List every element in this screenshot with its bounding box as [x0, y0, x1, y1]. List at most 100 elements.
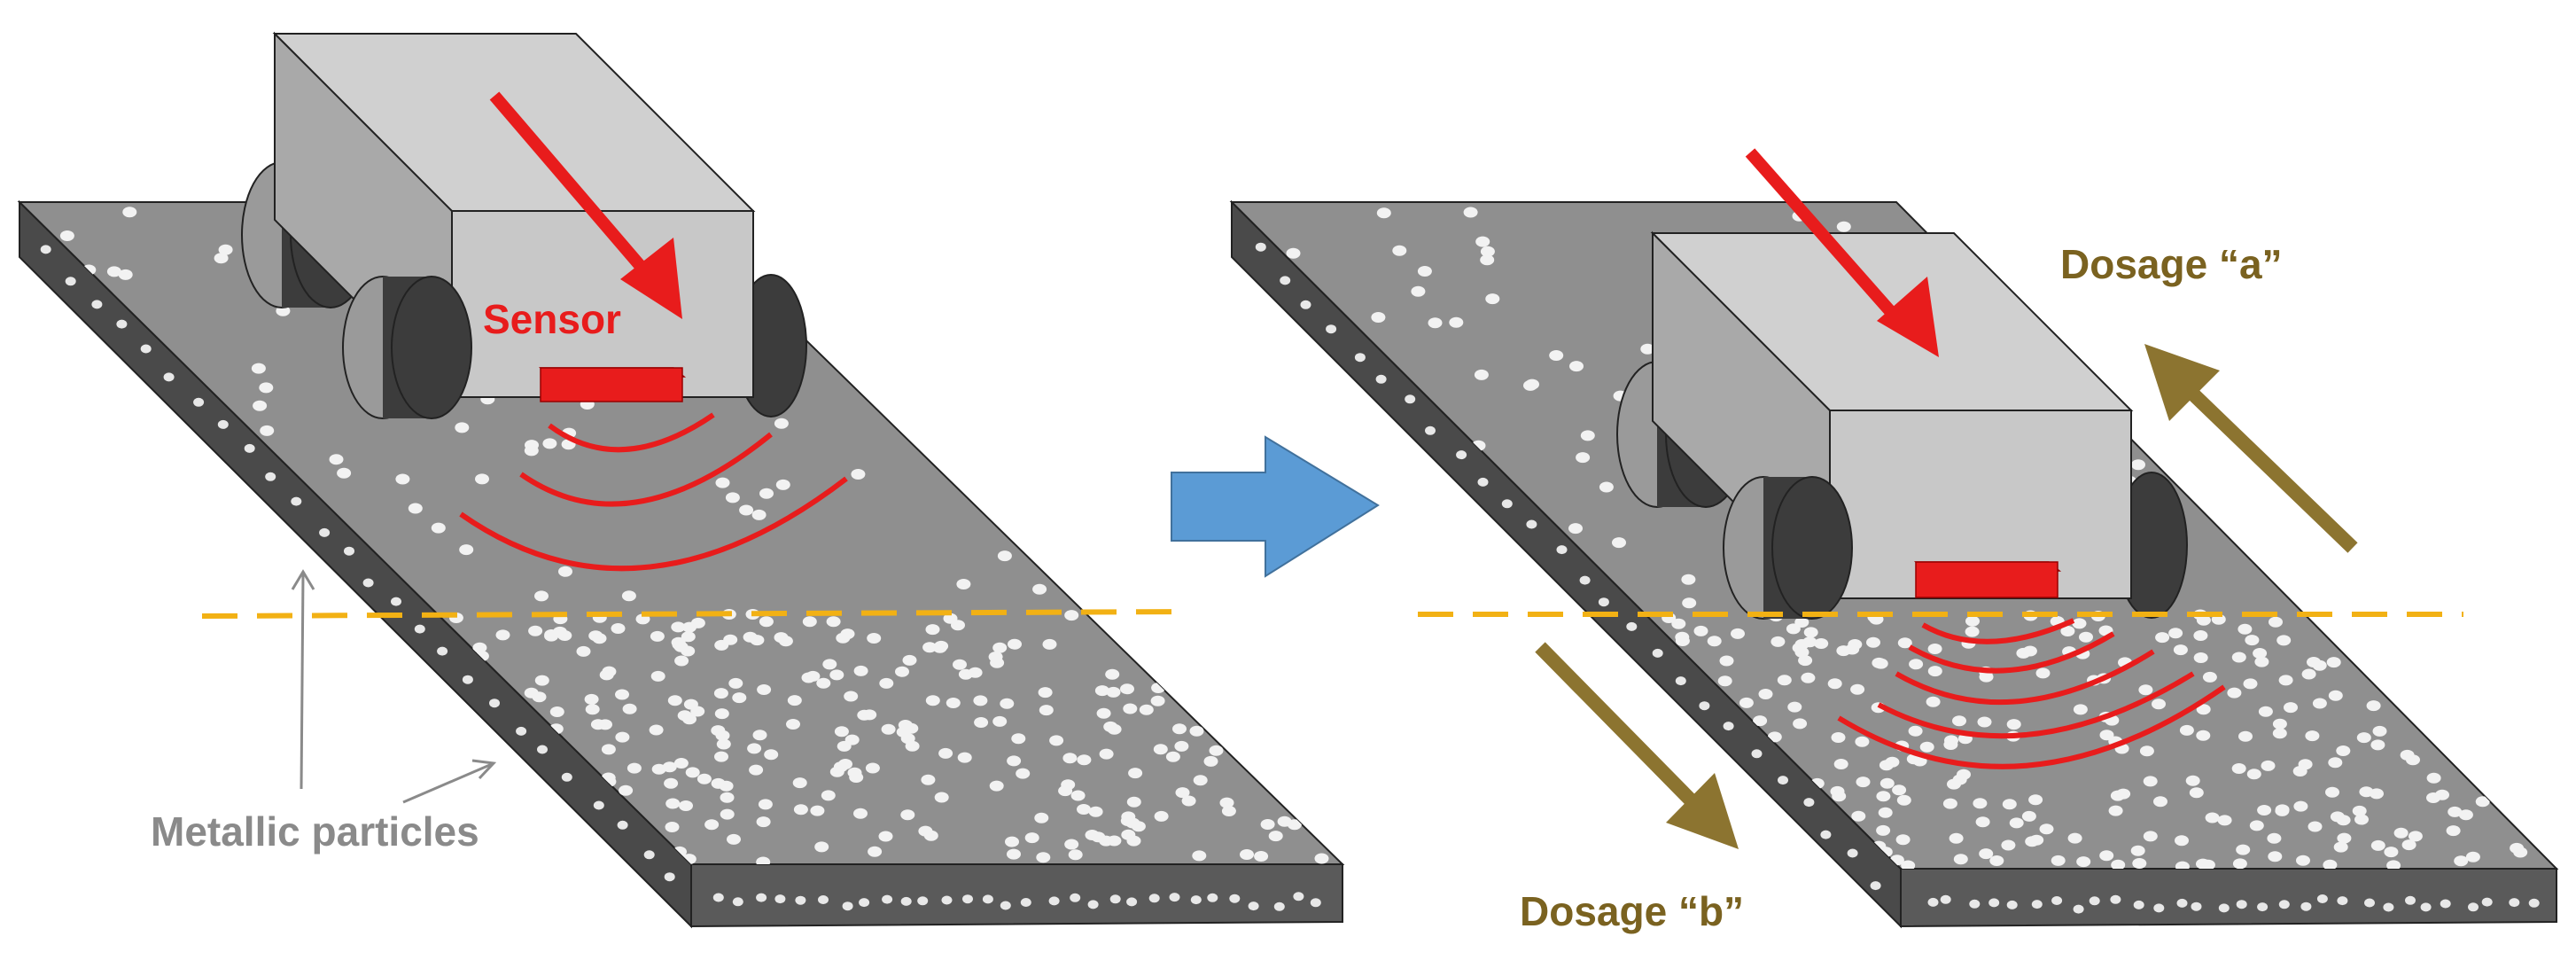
particle-dot — [1919, 741, 1934, 753]
particle-dot — [2168, 628, 2183, 639]
particle-dot — [2272, 718, 2287, 730]
particle-dot — [749, 764, 764, 776]
particle-dot — [2454, 855, 2469, 867]
particle-dot — [259, 382, 274, 394]
particle-dot — [2426, 772, 2441, 784]
particle-dot — [1456, 450, 1467, 460]
particle-dot — [792, 777, 807, 789]
particle-dot — [962, 894, 973, 904]
particle-dot — [2073, 704, 2088, 715]
particle-dot — [951, 620, 965, 631]
particle-dot — [664, 777, 679, 789]
left-scene — [17, 31, 1345, 929]
particle-dot — [2293, 800, 2308, 812]
particle-dot — [2076, 856, 2091, 868]
particle-dot — [475, 473, 489, 485]
particle-dot — [2132, 858, 2147, 869]
left-slab-front — [690, 863, 1343, 928]
particle-dot — [2232, 858, 2247, 869]
particle-dot — [1952, 715, 1966, 727]
particle-dot — [1411, 285, 1426, 297]
particle-dot — [1449, 316, 1464, 328]
particle-dot — [537, 745, 548, 754]
particle-dot — [1699, 701, 1710, 711]
particle-dot — [673, 758, 689, 769]
particle-dot — [2131, 459, 2145, 471]
particle-dot — [664, 872, 675, 882]
particle-dot — [1277, 816, 1292, 827]
particle-dot — [1652, 648, 1663, 658]
particle-dot — [725, 492, 740, 503]
particle-dot — [2202, 671, 2217, 683]
particle-dot — [818, 895, 829, 904]
particle-dot — [2384, 847, 2399, 858]
particle-dot — [2370, 739, 2385, 751]
particle-dot — [2200, 859, 2215, 869]
particle-dot — [1979, 671, 1994, 683]
particle-dot — [720, 808, 735, 820]
particle-dot — [714, 708, 729, 720]
particle-dot — [1085, 830, 1100, 840]
particle-dot — [1771, 636, 1786, 647]
particle-dot — [1973, 798, 1988, 809]
particle-dot — [615, 689, 629, 700]
particle-dot — [795, 895, 806, 905]
particle-dot — [2420, 902, 2432, 912]
particle-dot — [2185, 775, 2200, 786]
particle-dot — [2029, 834, 2044, 846]
particle-dot — [868, 846, 883, 857]
particle-dot — [617, 820, 628, 830]
particle-dot — [163, 372, 175, 382]
particle-dot — [2243, 678, 2258, 690]
particle-dot — [844, 734, 860, 745]
particle-dot — [793, 804, 808, 816]
particle-dot — [1801, 672, 1816, 683]
particle-dot — [1254, 851, 1269, 862]
particle-dot — [2079, 631, 2093, 643]
particle-dot — [2272, 728, 2287, 739]
particle-dot — [1126, 897, 1138, 907]
particle-dot — [673, 641, 689, 652]
particle-dot — [1876, 791, 1891, 802]
particle-dot — [704, 819, 720, 831]
particle-dot — [758, 799, 773, 810]
left-vehicle — [241, 31, 807, 419]
particle-dot — [1836, 221, 1851, 232]
particle-dot — [1126, 796, 1141, 808]
particle-dot — [918, 825, 933, 837]
particle-dot — [1612, 537, 1626, 549]
particle-dot — [681, 631, 696, 643]
particle-dot — [1866, 636, 1880, 648]
particle-dot — [922, 642, 938, 653]
particle-dot — [878, 831, 893, 842]
particle-dot — [1485, 293, 1500, 305]
particle-dot — [2001, 839, 2016, 851]
particle-dot — [2031, 900, 2043, 909]
left-side-particles — [40, 245, 1321, 911]
particle-dot — [558, 566, 572, 577]
particle-dot — [2323, 859, 2338, 869]
particle-dot — [106, 266, 121, 277]
particle-dot — [1107, 723, 1122, 735]
particle-dot — [1787, 701, 1802, 713]
particle-dot — [1376, 207, 1391, 219]
particle-dot — [840, 628, 855, 640]
particle-dot — [599, 669, 614, 681]
particle-dot — [1525, 379, 1539, 390]
particle-dot — [2481, 897, 2493, 907]
particle-dot — [408, 503, 423, 514]
particle-dot — [615, 731, 630, 743]
particle-dot — [2138, 684, 2153, 696]
particle-dot — [2099, 730, 2114, 741]
particle-dot — [1897, 637, 1912, 649]
particle-dot — [1872, 657, 1887, 668]
particle-dot — [992, 715, 1008, 727]
particle-dot — [1153, 744, 1168, 755]
particle-dot — [1064, 839, 1079, 850]
particle-dot — [2237, 623, 2253, 635]
particle-dot — [650, 670, 665, 682]
particle-dot — [561, 772, 572, 782]
particle-dot — [1049, 735, 1064, 746]
particle-dot — [997, 550, 1012, 562]
dosage-b-label: Dosage “b” — [1520, 888, 1745, 934]
